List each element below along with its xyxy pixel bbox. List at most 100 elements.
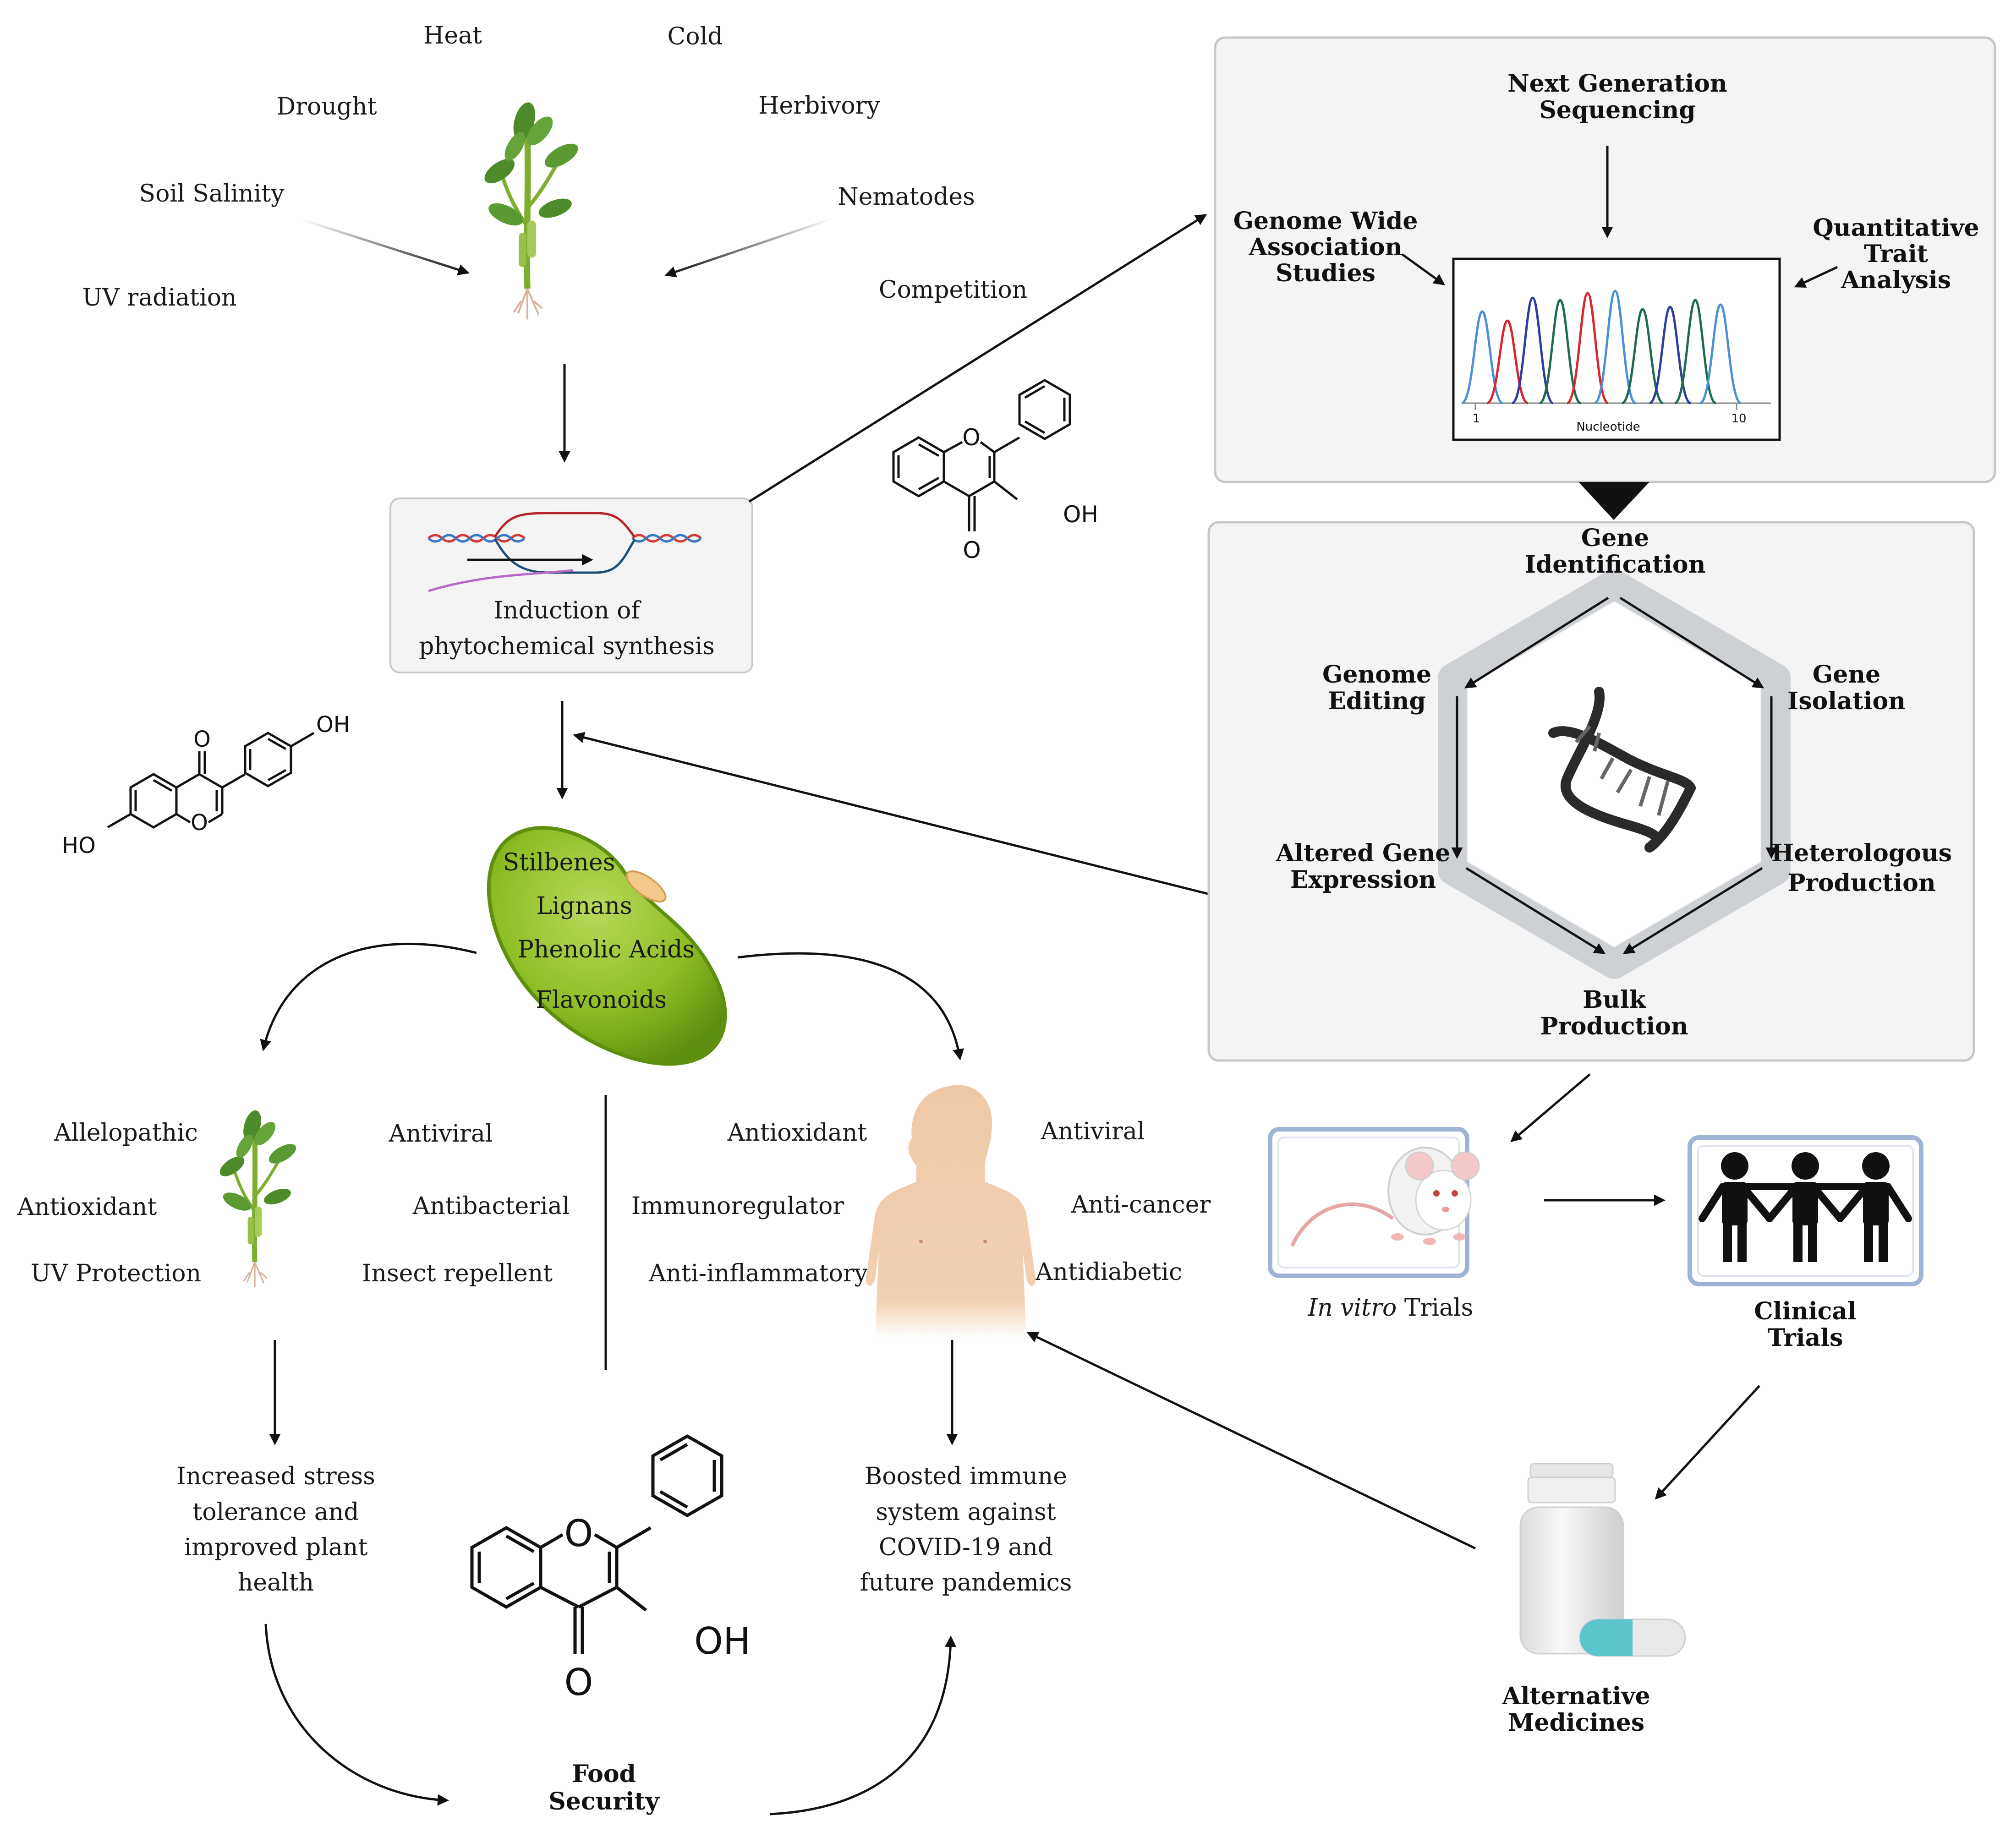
seed-lignans: Lignans	[536, 892, 632, 920]
pill-bottle-icon	[1519, 1463, 1686, 1657]
gwas-line-3: Studies	[1276, 259, 1375, 287]
human-outcome-line-4: future pandemics	[860, 1569, 1072, 1596]
seed-icon	[487, 826, 727, 1066]
plant-outcome-line-2: tolerance and	[192, 1498, 359, 1526]
chromatogram-xlabel: Nucleotide	[1576, 420, 1640, 434]
arrow-food-to-human-outcome	[769, 1635, 957, 1815]
human-outcome: Boosted immune system against COVID-19 a…	[860, 1463, 1072, 1596]
arrow-qta-to-chromatogram	[1794, 266, 1838, 288]
altered-gene-1: Altered Gene	[1276, 839, 1451, 867]
chromatogram: 1 10 Nucleotide	[1452, 257, 1781, 441]
gene-identification-1: Gene	[1581, 524, 1649, 552]
chem-o-ring-iso: O	[191, 810, 208, 836]
induction-box: Induction of phytochemical synthesis	[389, 498, 753, 673]
altered-gene-2: Expression	[1290, 866, 1436, 894]
heterologous-1: Heterologous	[1771, 839, 1952, 867]
isoflavone-molecule	[107, 732, 315, 829]
chem-oh-small: OH	[1063, 501, 1098, 528]
clinical-trials-1: Clinical	[1754, 1297, 1857, 1325]
arrow-gwas-to-chromatogram	[1401, 253, 1446, 285]
down-triangle-icon	[1578, 482, 1649, 520]
gene-isolation-1: Gene	[1813, 661, 1880, 689]
human-torso-icon	[866, 1085, 1036, 1338]
invitro-label: In vitro Trials	[1308, 1294, 1474, 1322]
qta-line-1: Quantitative	[1813, 214, 1979, 242]
human-outcome-line-2: system against	[876, 1498, 1056, 1526]
food-security-line-1: Food	[572, 1760, 636, 1788]
seed-phenolic-acids: Phenolic Acids	[518, 936, 695, 963]
chem-oh-iso: OH	[316, 712, 350, 738]
chromatogram-tick-start: 1	[1473, 412, 1480, 426]
seed-stilbenes: Stilbenes	[503, 849, 615, 876]
chem-o-large: O	[564, 1512, 593, 1555]
seed-flavonoids: Flavonoids	[536, 986, 667, 1014]
arrow-nematodes-to-plant	[664, 218, 832, 278]
arrow-ident-to-editing	[1464, 596, 1609, 689]
stressor-heat: Heat	[423, 22, 482, 49]
plant-outcome-line-3: improved plant	[184, 1534, 368, 1561]
heterologous-2: Production	[1787, 869, 1935, 897]
mouse-icon	[1290, 1147, 1480, 1247]
hexagon-ring	[1438, 569, 1791, 979]
bulk-production-2: Production	[1540, 1012, 1688, 1040]
invitro-italic: In vitro	[1308, 1294, 1397, 1322]
arrow-seed-to-plant	[260, 942, 477, 1051]
chem-o-keto-small: O	[963, 537, 981, 563]
qta-line-2: Trait	[1864, 240, 1928, 268]
ngs-line-2: Sequencing	[1539, 96, 1695, 124]
dna-helix-icon	[1548, 687, 1696, 853]
alt-medicines-2: Medicines	[1508, 1709, 1644, 1737]
genome-editing-1: Genome	[1322, 661, 1431, 689]
genome-editing-2: Editing	[1328, 687, 1426, 715]
stressor-herbivory: Herbivory	[758, 92, 880, 120]
dna-transcription-icon	[427, 512, 702, 592]
arrow-bulk-to-invitro	[1510, 1073, 1591, 1143]
plant-icon	[480, 100, 581, 319]
chromatogram-tick-end: 10	[1731, 412, 1746, 426]
gene-identification-2: Identification	[1525, 551, 1706, 579]
arrow-medicine-to-human	[1026, 1332, 1476, 1550]
stressor-cold: Cold	[667, 23, 723, 50]
invitro-rest: Trials	[1397, 1294, 1473, 1322]
arrow-clinical-to-medicine	[1655, 1385, 1760, 1500]
arrow-seed-to-human	[737, 952, 964, 1061]
chem-o-keto-large: O	[564, 1661, 593, 1704]
gene-isolation-2: Isolation	[1787, 687, 1906, 715]
stressor-competition: Competition	[879, 276, 1027, 304]
mouse-panel	[1268, 1127, 1480, 1278]
gwas-line-1: Genome Wide	[1233, 207, 1418, 235]
plant-benefit-insect-repellent: Insect repellent	[362, 1260, 553, 1287]
induction-label-1: Induction of	[493, 597, 641, 624]
flavonol-molecule-small	[892, 379, 1071, 531]
plant-benefit-allelopathic: Allelopathic	[54, 1119, 198, 1147]
chem-o-small: O	[962, 424, 980, 451]
plant-benefit-antibacterial: Antibacterial	[412, 1192, 570, 1220]
arrow-plant-outcome-to-food	[264, 1624, 449, 1806]
plant-outcome: Increased stress tolerance and improved …	[176, 1463, 375, 1596]
qta-line-3: Analysis	[1841, 266, 1951, 294]
human-benefit-antioxidant: Antioxidant	[727, 1119, 867, 1147]
stressor-uv-radiation: UV radiation	[82, 284, 236, 312]
plant-benefit-antiviral: Antiviral	[388, 1120, 493, 1148]
people-icon	[1699, 1152, 1912, 1262]
human-benefit-antiviral: Antiviral	[1040, 1118, 1145, 1145]
human-benefit-antidiabetic: Antidiabetic	[1035, 1258, 1182, 1286]
stressor-nematodes: Nematodes	[838, 183, 975, 211]
people-panel	[1688, 1135, 1923, 1286]
food-security-line-2: Security	[548, 1788, 660, 1815]
stressor-drought: Drought	[276, 93, 377, 120]
induction-label-2: phytochemical synthesis	[419, 633, 715, 660]
arrow-altered-to-bulk	[1465, 867, 1606, 954]
human-outcome-line-1: Boosted immune	[865, 1463, 1067, 1490]
plant-benefit-uv-protection: UV Protection	[31, 1260, 201, 1287]
bulk-production-1: Bulk	[1583, 986, 1646, 1014]
clinical-trials-2: Trials	[1768, 1324, 1843, 1352]
arrow-salinity-to-plant	[302, 219, 470, 275]
chem-o-keto-iso: O	[193, 727, 211, 752]
arrow-ident-to-isolation	[1619, 596, 1764, 689]
flavonol-molecule-large	[470, 1434, 723, 1654]
human-outcome-line-3: COVID-19 and	[879, 1534, 1053, 1561]
arrow-induction-to-genomics	[748, 214, 1207, 503]
human-benefit-anti-cancer: Anti-cancer	[1071, 1191, 1211, 1219]
